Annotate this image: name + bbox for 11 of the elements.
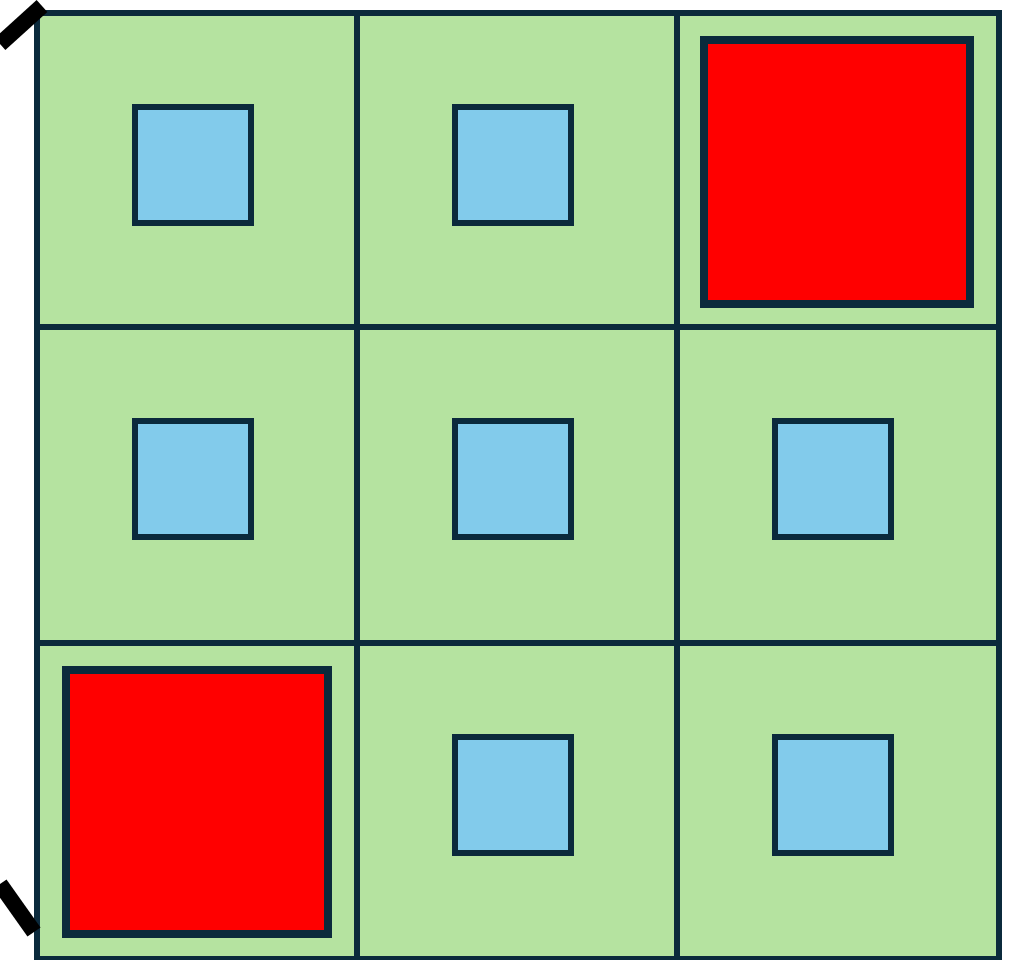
large-square bbox=[700, 36, 974, 308]
small-square bbox=[772, 418, 894, 540]
small-square bbox=[452, 104, 574, 226]
large-square bbox=[62, 666, 332, 938]
small-square bbox=[452, 418, 574, 540]
grid-cell bbox=[674, 640, 1002, 960]
small-square bbox=[772, 734, 894, 856]
small-square bbox=[132, 104, 254, 226]
small-square bbox=[452, 734, 574, 856]
small-square bbox=[132, 418, 254, 540]
grid-cell bbox=[674, 324, 1002, 646]
